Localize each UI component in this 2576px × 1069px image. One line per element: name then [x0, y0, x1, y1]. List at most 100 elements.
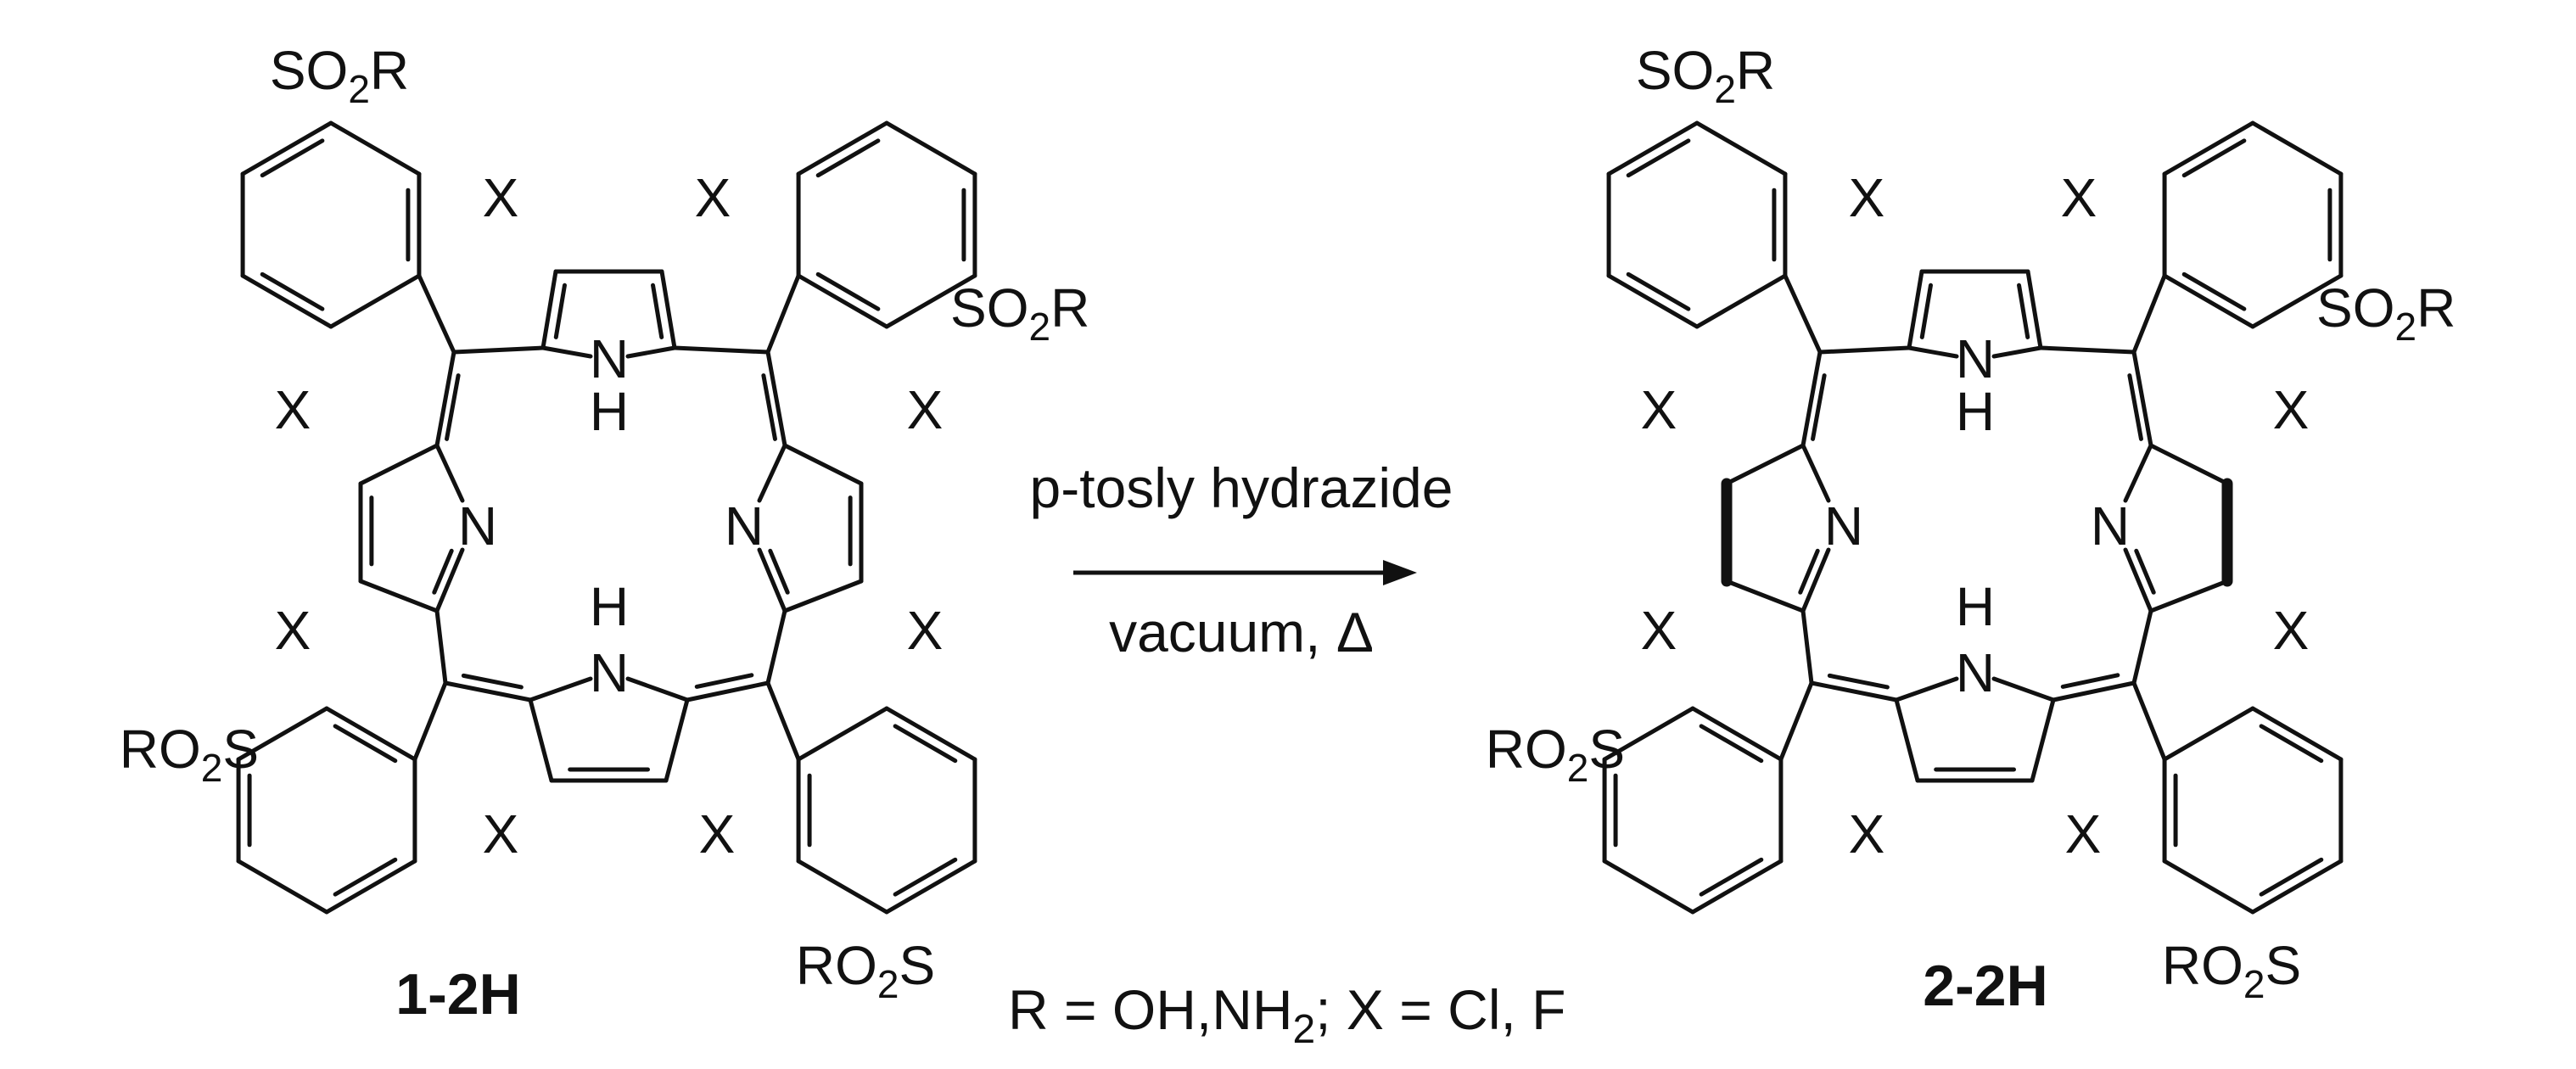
aryl-ring-top-right	[765, 120, 977, 355]
bond	[528, 676, 593, 702]
bond	[2162, 859, 2255, 915]
bond	[528, 697, 554, 783]
bond	[2131, 350, 2153, 448]
bond	[672, 345, 770, 355]
substituent-ro2s-left: RO2S	[120, 719, 259, 790]
double-bond-line	[815, 138, 881, 178]
double-bond-line	[694, 673, 754, 689]
bond	[884, 120, 977, 176]
bond	[434, 547, 465, 613]
bond	[2123, 443, 2153, 503]
double-bond-line	[2181, 271, 2247, 311]
bond	[540, 345, 593, 359]
bond	[1907, 269, 1924, 350]
bond	[434, 350, 456, 448]
aryl-meso-bond	[765, 680, 801, 762]
bond	[1690, 706, 1784, 762]
bond	[685, 680, 770, 702]
double-bond-line	[461, 673, 524, 690]
substituent-x-6: X	[483, 803, 519, 865]
aryl-meso-bond	[1783, 273, 1823, 355]
bond	[434, 443, 465, 503]
bond	[434, 608, 448, 686]
bond	[659, 269, 677, 350]
bond	[796, 120, 889, 176]
double-bond-line	[761, 373, 777, 441]
aryl-meso-bond	[2131, 273, 2167, 355]
double-bond-line	[2181, 138, 2247, 178]
bond	[1809, 680, 1899, 702]
bond	[2051, 680, 2136, 702]
nh-hydrogen-bottom: H	[590, 576, 629, 637]
nh-hydrogen-top: H	[590, 381, 629, 442]
bond	[1894, 676, 1959, 702]
bond	[358, 579, 440, 613]
bond	[2162, 706, 2255, 762]
nitrogen-right: N	[725, 495, 764, 557]
double-bond-line	[260, 271, 325, 311]
bond	[451, 345, 546, 355]
bond	[796, 273, 889, 329]
bond	[796, 859, 889, 915]
nh-nitrogen-top: N	[590, 328, 629, 389]
double-bond-line	[2259, 724, 2324, 764]
bond	[540, 269, 558, 350]
bond	[782, 579, 864, 613]
substituent-ro2s-bottom: RO2S	[796, 935, 935, 1006]
bond	[2025, 269, 2043, 350]
aryl-ring-top-right	[2131, 120, 2344, 355]
bond	[765, 608, 787, 686]
bond	[884, 273, 977, 329]
aryl-ring-bottom-left	[1602, 680, 1814, 915]
bond	[324, 706, 417, 762]
bond	[1991, 345, 2043, 359]
bond	[2038, 345, 2136, 355]
substituent-so2r-top-right: SO2R	[950, 277, 1089, 349]
bond	[1606, 120, 1700, 176]
double-bond-line	[1827, 673, 1890, 690]
double-bond-line	[893, 857, 958, 897]
substituent-x-7: X	[2065, 803, 2102, 865]
double-bond-line	[1626, 138, 1691, 178]
bond	[324, 859, 417, 915]
nitrogen-right: N	[2091, 495, 2130, 557]
substituent-definition: R = OH,NH2; X = Cl, F	[1008, 978, 1565, 1052]
bond	[664, 697, 690, 783]
aryl-meso-bond	[417, 273, 456, 355]
compound-label-1-2h: 1-2H	[395, 962, 520, 1027]
double-bond-line	[2060, 673, 2120, 689]
bond	[2250, 706, 2344, 762]
substituent-ro2s-left: RO2S	[1486, 719, 1625, 790]
double-bond-line	[1626, 271, 1691, 311]
nh-hydrogen-top: H	[1956, 381, 1995, 442]
bond	[796, 706, 889, 762]
substituent-x-2: X	[1641, 379, 1677, 440]
double-bond-line	[333, 857, 398, 897]
bond	[2030, 697, 2056, 783]
aryl-meso-bond	[2131, 680, 2167, 762]
aryl-ring-bottom-left	[236, 680, 448, 915]
bond	[240, 120, 333, 176]
bond	[2162, 273, 2255, 329]
aryl-ring-top-left	[240, 120, 456, 355]
bond	[1800, 608, 1814, 686]
double-bond-line	[768, 548, 790, 595]
nh-nitrogen-bottom: N	[590, 642, 629, 703]
double-bond-line	[1699, 724, 1764, 764]
bond	[328, 120, 422, 176]
bond	[1694, 120, 1788, 176]
bond	[884, 706, 977, 762]
substituent-x-1: X	[483, 167, 519, 228]
nh-nitrogen-bottom: N	[1956, 642, 1995, 703]
substituent-x-5: X	[1641, 600, 1677, 661]
bond	[2250, 859, 2344, 915]
double-bond-line	[445, 373, 461, 441]
bond	[328, 273, 422, 329]
nh-nitrogen-top: N	[1956, 328, 1995, 389]
bond	[1894, 697, 1920, 783]
bond	[2131, 608, 2153, 686]
double-bond-line	[2127, 373, 2143, 441]
reaction-arrow	[1073, 560, 1417, 585]
